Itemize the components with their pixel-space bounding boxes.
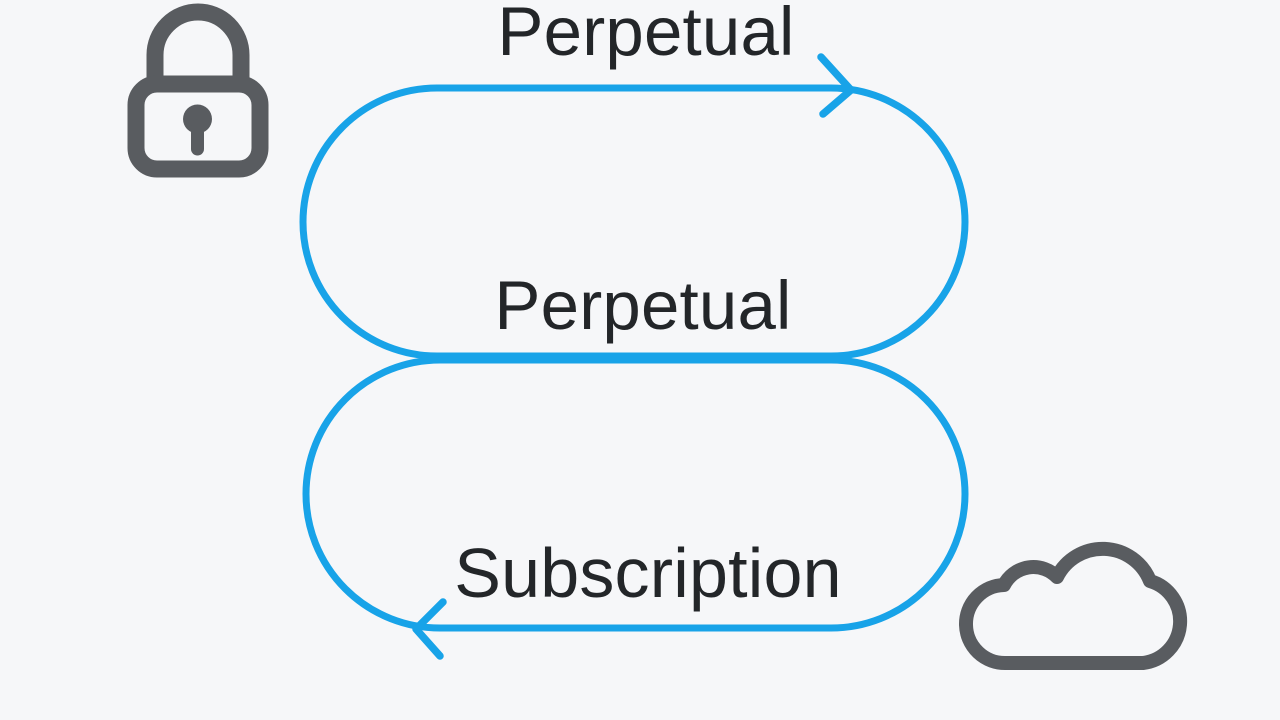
- cloud-icon: [959, 541, 1188, 671]
- arrow-right-icon: [817, 53, 855, 118]
- cloud-outline: [959, 541, 1188, 671]
- lock-shackle: [146, 3, 250, 80]
- arrow-left-icon: [412, 598, 447, 660]
- lock-keyhole: [183, 104, 212, 134]
- subscription-loop-label: Subscription: [454, 534, 842, 612]
- perpetual-loop-label: Perpetual: [494, 267, 792, 344]
- lock-body: [127, 75, 269, 178]
- perpetual-title-label: Perpetual: [497, 0, 795, 70]
- subscription-loop-shape: [302, 356, 969, 632]
- perpetual-loop-shape: [299, 84, 969, 360]
- lock-icon: [127, 3, 269, 178]
